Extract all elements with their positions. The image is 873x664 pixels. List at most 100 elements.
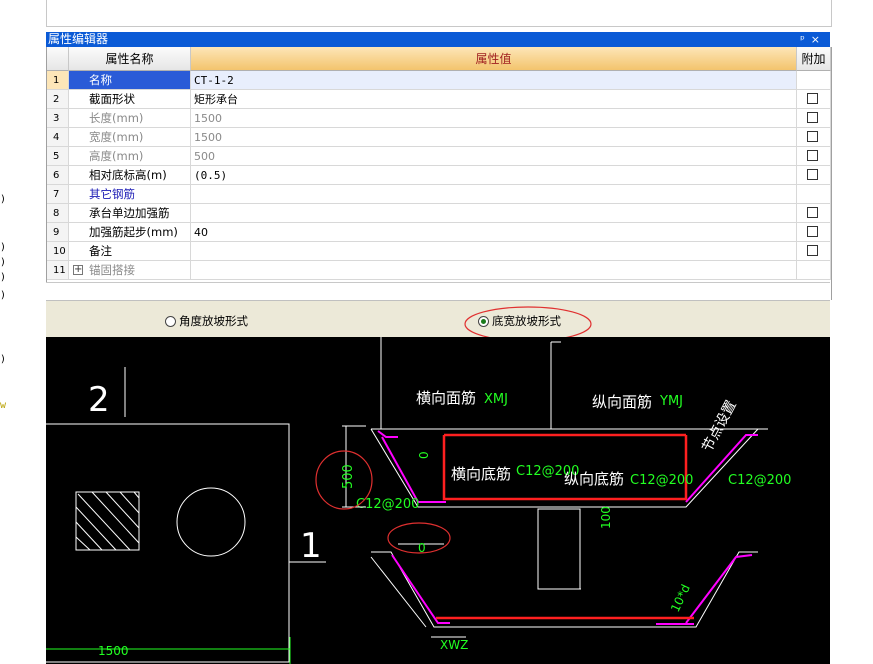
table-row[interactable]: 1 名称 CT-1-2 — [47, 71, 831, 90]
property-value[interactable]: CT-1-2 — [191, 71, 797, 90]
lower-section: XWZ 10*d — [370, 551, 758, 652]
label-node-settings: 节点设置 — [699, 398, 739, 455]
attach-cell — [797, 71, 831, 90]
attach-cell — [797, 204, 831, 223]
dimension-500: 500 — [341, 464, 356, 489]
left-glyph: ) — [0, 272, 7, 283]
radio-icon[interactable] — [165, 316, 176, 327]
property-name[interactable]: 长度(mm) — [69, 109, 191, 128]
label-transverse-bottom-bar: 横向底筋 — [451, 465, 511, 483]
label-c12-2: C12@200 — [630, 473, 693, 488]
table-row[interactable]: 8 承台单边加强筋 — [47, 204, 831, 223]
header-property-name[interactable]: 属性名称 — [69, 47, 191, 71]
grid-footer — [46, 282, 830, 301]
property-name[interactable]: 名称 — [69, 71, 191, 90]
table-row[interactable]: 3 长度(mm) 1500 — [47, 109, 831, 128]
section-label-1: 1 — [300, 526, 322, 566]
attach-checkbox[interactable] — [807, 150, 818, 161]
header-property-value[interactable]: 属性值 — [191, 47, 797, 71]
dimension-0-horizontal: 0 — [418, 541, 426, 555]
attach-checkbox[interactable] — [807, 207, 818, 218]
property-name[interactable]: 备注 — [69, 242, 191, 261]
table-row[interactable]: 5 高度(mm) 500 — [47, 147, 831, 166]
attach-checkbox[interactable] — [807, 131, 818, 142]
label-c12-3: C12@200 — [728, 473, 791, 488]
property-value[interactable] — [191, 242, 797, 261]
table-row[interactable]: 10 备注 — [47, 242, 831, 261]
row-number: 4 — [47, 128, 69, 147]
row-number: 6 — [47, 166, 69, 185]
attach-cell — [797, 109, 831, 128]
upper-section: 横向面筋 XMJ 纵向面筋 YMJ 节点设置 横向底筋 C12@200 纵向底筋… — [315, 337, 791, 590]
cap-section-diagram: 2 1 1500 横向面筋 XMJ 纵向面筋 YMJ 节点设置 横 — [46, 337, 830, 664]
table-row[interactable]: 2 截面形状 矩形承台 — [47, 90, 831, 109]
row-number: 1 — [47, 71, 69, 90]
pin-icon[interactable]: ᵖ — [800, 33, 811, 46]
property-value[interactable] — [191, 185, 797, 204]
row-number: 3 — [47, 109, 69, 128]
table-row[interactable]: 4 宽度(mm) 1500 — [47, 128, 831, 147]
attach-cell — [797, 166, 831, 185]
label-longitudinal-top-bar: 纵向面筋 — [592, 393, 652, 411]
attach-checkbox[interactable] — [807, 169, 818, 180]
attach-checkbox[interactable] — [807, 245, 818, 256]
left-glyph: ) — [0, 257, 7, 268]
table-row[interactable]: 7 其它钢筋 — [47, 185, 831, 204]
dimension-0-vertical: 0 — [417, 451, 431, 459]
close-icon[interactable]: × — [810, 33, 826, 46]
property-name[interactable]: + 锚固搭接 — [69, 261, 191, 280]
label-transverse-top-bar: 横向面筋 — [416, 389, 476, 407]
left-glyph: ) — [0, 354, 7, 365]
dimension-1500: 1500 — [98, 644, 129, 658]
attach-checkbox[interactable] — [807, 226, 818, 237]
radio-label: 底宽放坡形式 — [492, 314, 561, 328]
property-value[interactable]: (0.5) — [191, 166, 797, 185]
label-c12-1: C12@200 — [516, 464, 579, 479]
left-glyph: ) — [0, 194, 7, 205]
radio-angle-slope[interactable]: 角度放坡形式 — [165, 314, 248, 328]
left-strip: ) ) ) ) ) ) w — [0, 0, 46, 664]
label-ymj: YMJ — [659, 394, 683, 409]
left-glyph: w — [0, 400, 7, 411]
property-value[interactable]: 40 — [191, 223, 797, 242]
attach-checkbox[interactable] — [807, 112, 818, 123]
property-value[interactable]: 1500 — [191, 128, 797, 147]
property-name-label: 锚固搭接 — [89, 263, 135, 277]
property-name[interactable]: 相对底标高(m) — [69, 166, 191, 185]
table-row[interactable]: 11 + 锚固搭接 — [47, 261, 831, 280]
header-row-number — [47, 47, 69, 71]
row-number: 10 — [47, 242, 69, 261]
attach-cell — [797, 242, 831, 261]
attach-cell — [797, 90, 831, 109]
property-name[interactable]: 其它钢筋 — [69, 185, 191, 204]
dimension-100: 100 — [599, 506, 613, 529]
attach-cell — [797, 147, 831, 166]
property-name[interactable]: 加强筋起步(mm) — [69, 223, 191, 242]
property-name[interactable]: 高度(mm) — [69, 147, 191, 166]
upper-panel — [46, 0, 832, 27]
radio-label: 角度放坡形式 — [179, 314, 248, 328]
label-longitudinal-bottom-bar: 纵向底筋 — [564, 470, 624, 488]
left-glyph: ) — [0, 242, 7, 253]
section-label-2: 2 — [88, 380, 110, 420]
property-value[interactable]: 矩形承台 — [191, 90, 797, 109]
property-value[interactable] — [191, 204, 797, 223]
property-name[interactable]: 承台单边加强筋 — [69, 204, 191, 223]
row-number: 9 — [47, 223, 69, 242]
property-name[interactable]: 宽度(mm) — [69, 128, 191, 147]
property-value[interactable]: 1500 — [191, 109, 797, 128]
radio-selected-icon[interactable] — [478, 316, 489, 327]
header-attach[interactable]: 附加 — [797, 47, 831, 71]
table-row[interactable]: 6 相对底标高(m) (0.5) — [47, 166, 831, 185]
table-row[interactable]: 9 加强筋起步(mm) 40 — [47, 223, 831, 242]
expand-icon[interactable]: + — [73, 264, 83, 275]
row-number: 11 — [47, 261, 69, 280]
property-value[interactable]: 500 — [191, 147, 797, 166]
annotation-ellipse — [387, 522, 451, 554]
property-name[interactable]: 截面形状 — [69, 90, 191, 109]
row-number: 7 — [47, 185, 69, 204]
attach-checkbox[interactable] — [807, 93, 818, 104]
property-value[interactable] — [191, 261, 797, 280]
radio-width-slope[interactable]: 底宽放坡形式 — [478, 314, 561, 328]
attach-cell — [797, 185, 831, 204]
